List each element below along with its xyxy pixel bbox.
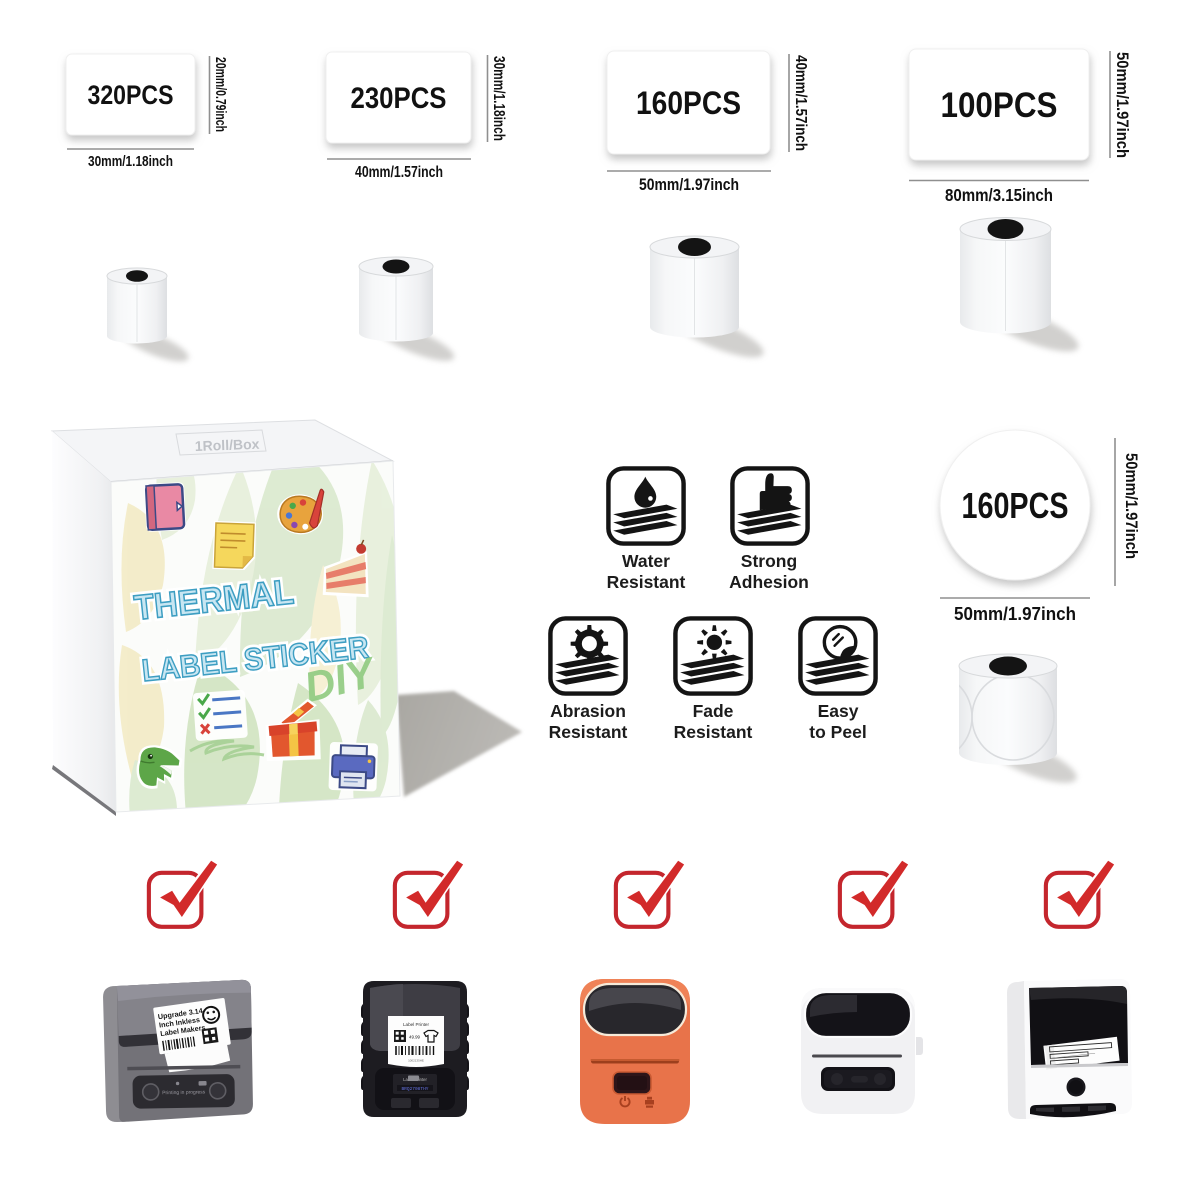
svg-text:230PCS: 230PCS xyxy=(351,82,447,115)
svg-text:160PCS: 160PCS xyxy=(636,85,741,121)
svg-text:80mm/3.15inch: 80mm/3.15inch xyxy=(945,185,1053,205)
svg-text:50mm/1.97inch: 50mm/1.97inch xyxy=(1113,52,1132,158)
svg-text:40mm/1.57inch: 40mm/1.57inch xyxy=(355,164,443,181)
svg-text:50mm/1.97inch: 50mm/1.97inch xyxy=(954,603,1076,624)
svg-text:20mm/0.79inch: 20mm/0.79inch xyxy=(212,57,229,132)
svg-text:1002135HE: 1002135HE xyxy=(408,1059,424,1063)
svg-text:160PCS: 160PCS xyxy=(962,485,1069,526)
svg-text:100PCS: 100PCS xyxy=(941,86,1058,125)
svg-text:320PCS: 320PCS xyxy=(88,80,174,110)
svg-text:30mm/1.18inch: 30mm/1.18inch xyxy=(490,56,507,141)
svg-text:BRQ2708THY: BRQ2708THY xyxy=(401,1086,428,1092)
svg-text:30mm/1.18inch: 30mm/1.18inch xyxy=(88,153,173,170)
svg-text:Label Printer: Label Printer xyxy=(403,1022,430,1027)
svg-text:50mm/1.97inch: 50mm/1.97inch xyxy=(639,176,739,194)
svg-text:50mm/1.97inch: 50mm/1.97inch xyxy=(1122,453,1141,559)
svg-text:40mm/1.57inch: 40mm/1.57inch xyxy=(792,55,809,151)
svg-text:49.99: 49.99 xyxy=(409,1035,421,1040)
svg-text:1Roll/Box: 1Roll/Box xyxy=(195,436,260,454)
svg-text:Printing in progress: Printing in progress xyxy=(162,1089,206,1096)
